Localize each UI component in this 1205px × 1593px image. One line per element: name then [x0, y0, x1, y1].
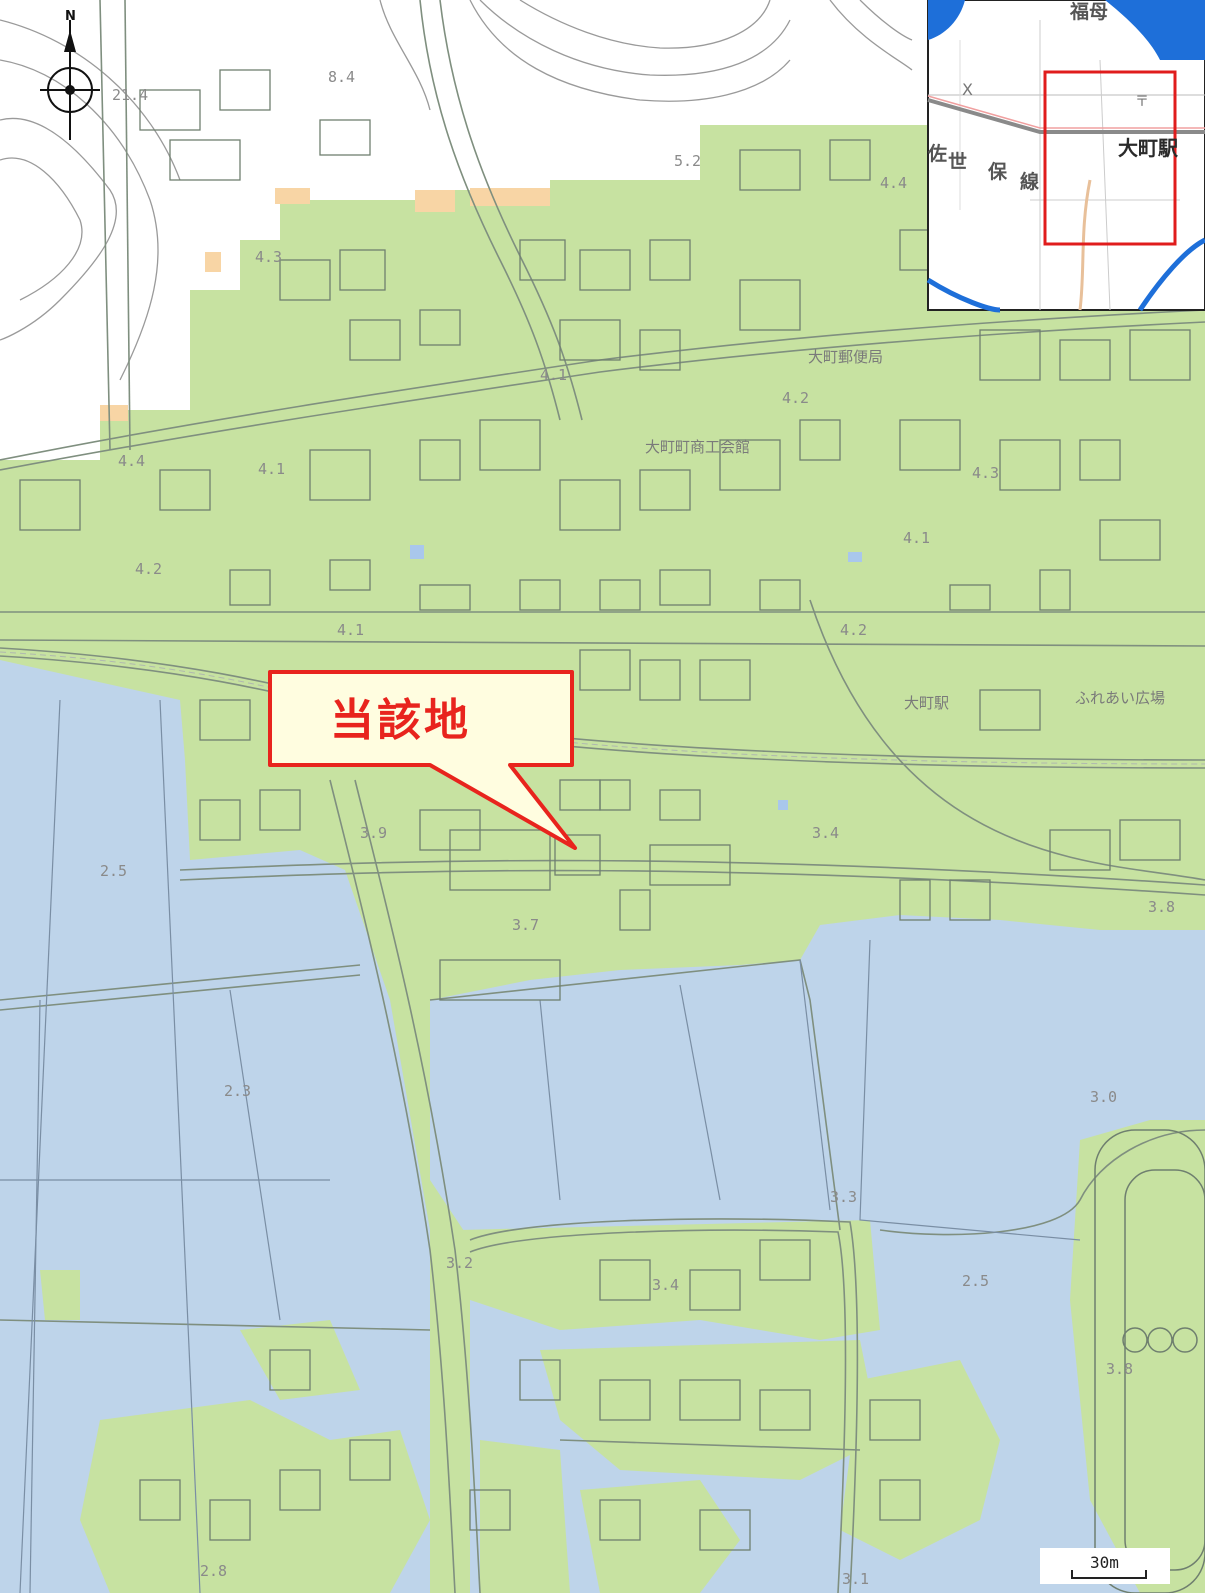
place-labels: 大町郵便局 大町町商工会館 大町駅 ふれあい広場: [645, 348, 1165, 712]
inset-post-symbol: 〒: [1135, 94, 1149, 110]
elevation-label: 3.4: [652, 1276, 679, 1294]
field-boundaries: [0, 699, 1081, 1593]
elevation-label: 4.1: [258, 460, 285, 478]
north-label: N: [65, 9, 76, 24]
north-arrow: N: [40, 9, 100, 140]
elevation-label: 2.5: [100, 862, 127, 880]
inset-line-char: 線: [1020, 170, 1039, 193]
inset-school-symbol: X: [962, 80, 973, 99]
elevation-label: 3.9: [360, 824, 387, 842]
elevation-label: 3.7: [512, 916, 539, 934]
moderate-risk-cells: [100, 188, 550, 421]
inset-line-char: 佐: [927, 142, 947, 165]
elevation-label: 4.4: [880, 174, 907, 192]
elevation-label: 4.3: [255, 248, 282, 266]
water-patches: [410, 545, 862, 810]
elevation-label: 4.1: [337, 621, 364, 639]
elevation-label: 3.1: [842, 1570, 869, 1588]
inset-top-name: 福母: [1069, 0, 1108, 23]
elevation-label: 4.2: [135, 560, 162, 578]
elevation-label: 3.0: [1090, 1088, 1117, 1106]
elevation-label: 3.2: [446, 1254, 473, 1272]
scale-label: 30m: [1090, 1553, 1119, 1572]
elevation-label: 4.2: [782, 389, 809, 407]
elevation-label: 3.4: [812, 824, 839, 842]
inset-line-char: 保: [987, 160, 1008, 183]
place-label-chamber: 大町町商工会館: [645, 438, 750, 456]
elevation-label: 2.8: [200, 1562, 227, 1580]
elevation-label: 4.2: [840, 621, 867, 639]
callout-label: 当該地: [330, 695, 471, 746]
elevation-label: 4.1: [903, 529, 930, 547]
elevation-label: 2.3: [224, 1082, 251, 1100]
target-site-callout: 当該地: [268, 670, 577, 850]
inset-locator-map: 福母 大町駅 佐 世 保 線 X 〒: [926, 0, 1205, 313]
elevation-label: 3.8: [1148, 898, 1175, 916]
elevation-label: 8.4: [328, 68, 355, 86]
elevation-label: 21.4: [112, 86, 148, 104]
place-label-post-office: 大町郵便局: [808, 348, 883, 366]
elevation-label: 5.2: [674, 152, 701, 170]
buildings: [19, 69, 1191, 1551]
elevation-labels: 8.4 21.4 5.2 4.4 4.3 4.1 4.2 4.3 4.1 4.4…: [100, 68, 1175, 1588]
place-label-station: 大町駅: [904, 694, 949, 712]
place-label-plaza: ふれあい広場: [1075, 689, 1165, 707]
scale-bar: 30m: [1040, 1548, 1170, 1584]
elevation-label: 3.8: [1106, 1360, 1133, 1378]
contour-lines: [0, 0, 913, 381]
elevation-label: 4.4: [118, 452, 145, 470]
safe-zone-area: [0, 125, 1205, 1593]
elevation-label: 2.5: [962, 1272, 989, 1290]
elevation-label: 4.3: [972, 464, 999, 482]
elevation-label: 4.1: [540, 366, 567, 384]
inset-line-char: 世: [948, 151, 967, 173]
inset-station-label: 大町駅: [1118, 136, 1178, 160]
elevation-label: 3.3: [830, 1188, 857, 1206]
safe-zone-patches: [40, 1120, 1205, 1593]
